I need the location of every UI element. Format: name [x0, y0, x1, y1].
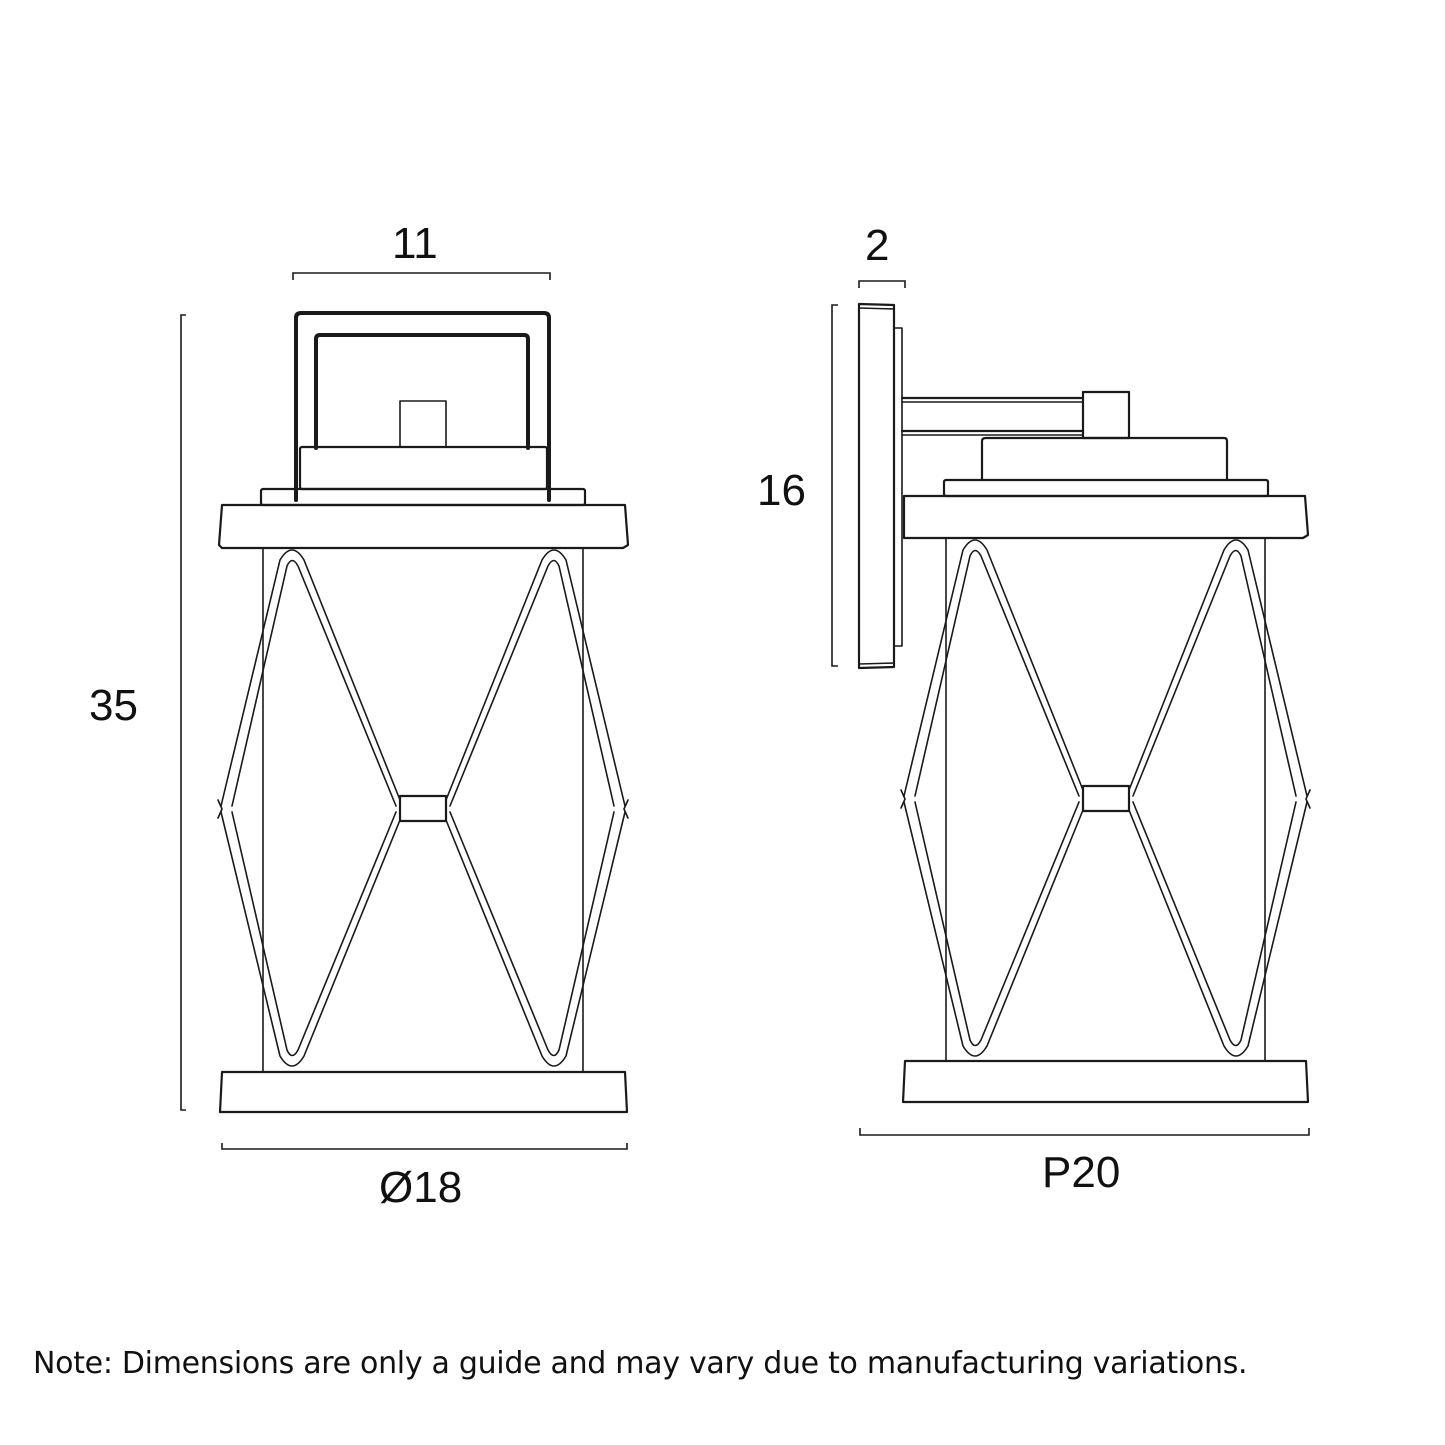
dim-line-height	[180, 314, 186, 1111]
side-base-plate	[901, 1059, 1310, 1104]
side-cap-middle	[942, 478, 1270, 498]
side-wire-cage	[900, 539, 1311, 1057]
mount-block	[399, 400, 447, 448]
base-plate	[218, 1070, 629, 1114]
wire-cage	[217, 549, 629, 1067]
label-plate-depth: 2	[865, 221, 890, 270]
dim-line-projection	[859, 1128, 1310, 1136]
bracket-outer	[294, 311, 551, 502]
side-center-ring	[1081, 784, 1131, 813]
dim-line-plate-depth	[858, 280, 906, 288]
dim-line-top-width	[292, 272, 551, 280]
cap-middle	[259, 487, 587, 507]
cap-bottom	[217, 503, 630, 550]
dim-line-diameter	[221, 1143, 628, 1150]
label-height: 35	[89, 681, 138, 730]
label-projection: P20	[1042, 1148, 1121, 1197]
backplate-edge-top	[858, 307, 895, 310]
label-diameter: Ø18	[379, 1163, 463, 1212]
arm-block	[1081, 390, 1131, 440]
side-cap-top	[980, 436, 1229, 482]
backplate-gasket	[893, 327, 903, 647]
center-ring	[398, 794, 448, 823]
front-view	[180, 272, 630, 1150]
backplate	[857, 302, 896, 670]
dim-line-plate-height	[831, 304, 838, 667]
side-view	[831, 280, 1311, 1136]
label-plate-height: 16	[757, 466, 806, 515]
disclaimer-note: Note: Dimensions are only a guide and ma…	[33, 1346, 1248, 1381]
label-top-width: 11	[392, 219, 438, 268]
bracket-inner	[314, 333, 530, 450]
cap-top	[298, 445, 549, 491]
backplate-edge-bottom	[858, 662, 895, 665]
side-cap-bottom	[902, 494, 1310, 540]
